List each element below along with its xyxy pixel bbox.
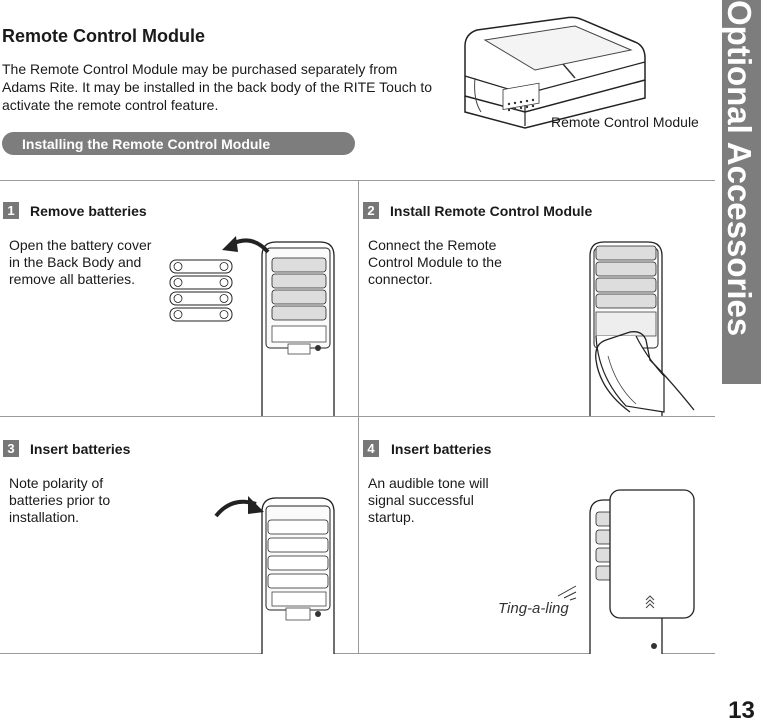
step-2-title: Install Remote Control Module [390,203,593,219]
grid-divider-bottom [0,653,715,654]
step-3-text: Note polarity of batteries prior to inst… [9,475,111,525]
module-caption: Remote Control Module [551,114,699,130]
step-1-title: Remove batteries [30,203,147,219]
back-body-device-step-3 [261,497,335,654]
step-4-title: Insert batteries [391,441,492,457]
side-section-tab: Optional Accessories [722,0,761,384]
step-2-number: 2 [363,202,379,219]
insert-arrow-icon [214,496,264,518]
grid-divider-top [0,180,715,181]
side-tab-label: Optional Accessories [722,0,758,337]
grid-divider-vertical [358,180,359,654]
back-body-device-step-2 [589,241,665,416]
tone-label: Ting-a-ling [498,600,569,617]
step-4-number: 4 [363,440,379,457]
remove-arrow-icon [222,236,270,254]
sound-lines-icon [557,585,577,601]
page-number: 13 [728,697,755,724]
step-1-text: Open the battery cover in the Back Body … [9,237,152,287]
step-1-number: 1 [3,202,19,219]
step-3-title: Insert batteries [30,441,131,457]
hand-icon [595,331,695,413]
back-body-device-step-4 [589,489,695,654]
step-3-number: 3 [3,440,19,457]
grid-divider-middle [0,416,715,417]
section-header-label: Installing the Remote Control Module [22,136,271,152]
page-title: Remote Control Module [2,26,205,46]
intro-paragraph: The Remote Control Module may be purchas… [2,61,433,113]
remote-module-illustration [464,16,646,129]
back-body-device-step-1 [261,241,335,416]
step-2-text: Connect the Remote Control Module to the… [368,237,502,287]
loose-batteries-illustration [169,259,233,322]
step-4-text: An audible tone will signal successful s… [368,475,489,525]
section-header-bar: Installing the Remote Control Module [2,132,355,155]
